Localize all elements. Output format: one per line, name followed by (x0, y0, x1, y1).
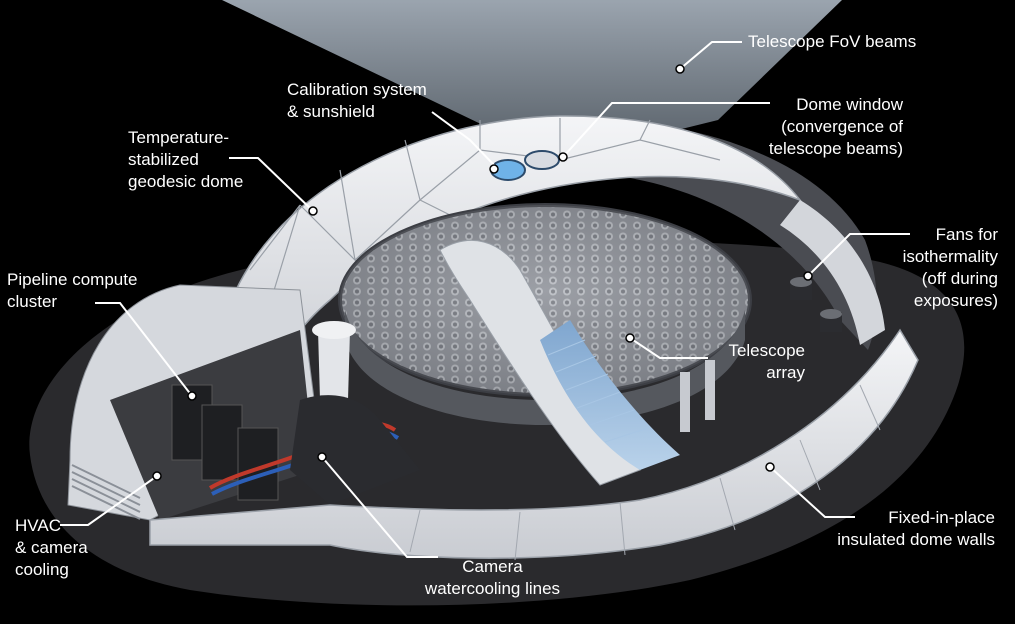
insulated-dome-walls (149, 328, 919, 559)
label-line: exposures) (913, 291, 998, 310)
label-line: Dome window (796, 95, 903, 114)
label-line: Telescope (728, 341, 805, 360)
label-line: & sunshield (287, 102, 375, 121)
label-line: array (766, 363, 805, 382)
label-fans: Fans for isothermality (off during expos… (903, 224, 998, 312)
label-line: telescope beams) (768, 139, 903, 158)
geodesic-dome-shell (234, 115, 803, 397)
label-dome-walls: Fixed-in-place insulated dome walls (837, 507, 995, 551)
label-line: Telescope FoV beams (748, 32, 917, 51)
label-line: (off during (921, 269, 998, 288)
label-fov-beams: Telescope FoV beams (748, 31, 916, 53)
label-line: cluster (7, 292, 58, 311)
label-line: cooling (15, 560, 69, 579)
support-legs (680, 360, 715, 432)
label-line: geodesic dome (128, 172, 244, 191)
label-line: watercooling lines (424, 579, 561, 598)
label-line: Temperature- (128, 128, 230, 147)
label-line: (convergence of (781, 117, 903, 136)
label-hvac: HVAC & camera cooling (15, 515, 88, 581)
label-line: & camera (15, 538, 88, 557)
label-dome-window: Dome window (convergence of telescope be… (769, 94, 903, 160)
array-lower-rim (345, 310, 745, 425)
label-pipeline: Pipeline compute cluster (7, 269, 137, 313)
camera-housing (290, 395, 420, 505)
label-line: Fans for (935, 225, 998, 244)
label-calibration: Calibration system & sunshield (287, 79, 427, 123)
telescope-fov-beam (222, 0, 842, 160)
label-line: HVAC (15, 516, 61, 535)
isothermality-fans (790, 277, 842, 332)
dome-window (524, 150, 560, 170)
label-geodesic-dome: Temperature- stabilized geodesic dome (128, 127, 243, 193)
anchor-dots (152, 64, 813, 481)
label-line: Fixed-in-place (888, 508, 995, 527)
leader-lines (60, 41, 910, 558)
label-line: isothermality (902, 247, 998, 266)
label-line: stabilized (128, 150, 199, 169)
right-wall-ring (780, 200, 885, 345)
fan-panel-lines (547, 339, 649, 443)
wall-panel-lines (409, 384, 881, 561)
hvac-vents (71, 464, 141, 520)
label-telescope-array: Telescope array (728, 340, 805, 384)
label-line: Camera (462, 557, 523, 576)
label-watercooling: Camera watercooling lines (410, 556, 575, 600)
blue-fan-panel (540, 320, 680, 470)
label-line: Pipeline compute (7, 270, 138, 289)
label-line: Calibration system (287, 80, 427, 99)
label-line: insulated dome walls (837, 530, 995, 549)
